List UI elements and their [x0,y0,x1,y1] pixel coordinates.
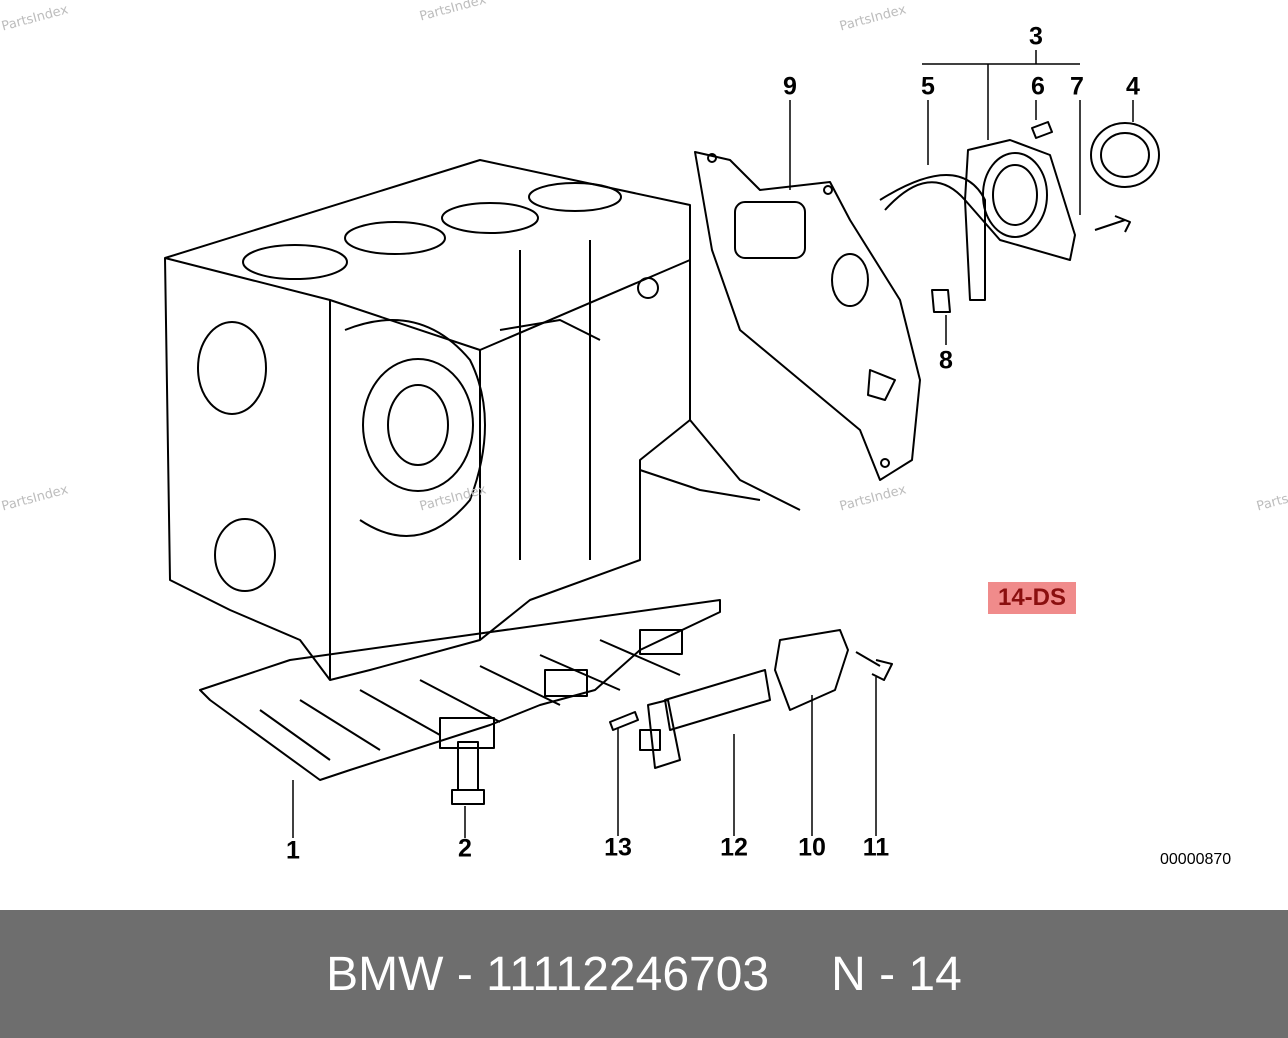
callout-13: 13 [604,833,632,862]
position-label: N - 14 [831,947,962,1001]
bolt-2-drawing [451,741,485,805]
bolt-13-drawing [609,711,639,731]
seal-carrier-drawing [964,139,1076,261]
rear-plate-drawing [694,151,921,481]
bolt-7-drawing [1094,215,1131,233]
bolt-6-drawing [1031,121,1053,139]
callout-6: 6 [1031,72,1045,101]
part-number: 11112246703 [486,947,770,1001]
gasket-drawing [879,174,986,301]
radial-seal-drawing [1090,122,1160,188]
callout-12: 12 [720,833,748,862]
callout-4: 4 [1126,72,1140,101]
bolt-11-drawing [855,651,893,681]
callout-10: 10 [798,833,826,862]
engine-block-drawing [164,159,801,681]
part-info-footer: BMW - 11112246703 N - 14 [0,910,1288,1038]
callout-3: 3 [1029,22,1043,51]
brand-dash: - [456,947,473,1001]
dowel-8-drawing [931,289,951,313]
sensor-drawing [639,669,771,769]
bracket-drawing [774,629,849,711]
callout-11: 11 [862,833,890,862]
exploded-parts-diagram [164,50,1160,838]
callout-7: 7 [1070,72,1084,101]
diagram-code: 00000870 [1160,851,1232,868]
oil-baffle-drawing [199,599,721,781]
brand-name: BMW [326,947,444,1001]
position-badge: 14-DS [988,582,1076,614]
callout-5: 5 [921,72,935,101]
callout-9: 9 [783,72,797,101]
callout-2: 2 [458,834,472,863]
callout-1: 1 [286,836,300,865]
callout-8: 8 [939,346,953,375]
